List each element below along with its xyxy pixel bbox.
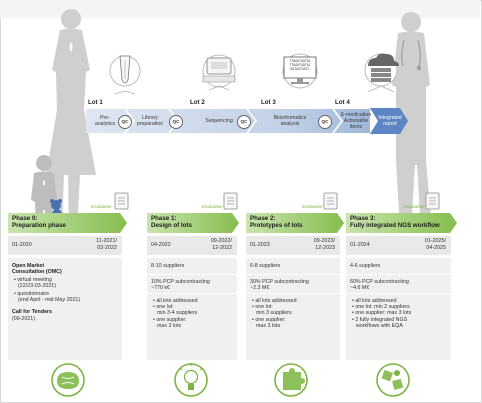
lot-3-label: Lot 3 [261,99,276,106]
integrated-report-label: Integrated report [378,115,402,127]
lot-4-label: Lot 4 [335,99,350,106]
phase-2-dates: 01-2023 09-2023/ 12-2023 [246,236,340,255]
date-end: 09-2022/ 12-2022 [210,238,232,251]
date-start: 04-2022 [151,242,171,248]
phase-2-bullets: • all lots addressed • one lot: min 3 su… [250,298,338,329]
divider [346,274,451,275]
phase-0-body [8,258,122,360]
phase-2-suppliers: 6-8 suppliers [250,263,281,269]
phase-3-subcontract: 60% PCP subcontracting ~4.6 M€ [350,279,409,292]
evaluation-label: Evaluation [404,204,425,209]
pre-analytics-label: Pre- analytics [94,115,116,127]
phase-1-dates: 04-2022 09-2022/ 12-2022 [147,236,237,255]
phase-0-dates: 01-2020 11-2021/ 03-2022 [8,236,122,255]
bullet-item: • 2 fully integrated NGS workflows with … [352,316,408,329]
brain-icon [51,363,85,397]
evaluation-label: Evaluation [302,204,323,209]
bullet-item: • all lots addressed [352,298,397,304]
bullet-item: • one supplier: max 3 lots [252,316,286,329]
phase-1-bullets: • all lots addressed • one lot: min 3-4 … [151,298,235,329]
phase-1-subcontract: 10% PCP subcontracting ~770 k€ [151,279,210,292]
phase-0-title: Phase 0: Preparation phase [12,215,66,229]
phase-2-body [246,258,340,360]
omc-bullet-meeting: • virtual meeting (22/23-03-2021) [14,277,56,290]
qc-badge: QC [169,115,183,129]
clipboard-icon [114,192,440,210]
divider [246,274,340,275]
omc-heading: Open Market Consultation (OMC) [12,263,62,276]
test-tube-icon [109,55,141,95]
sequencing-label: Sequencing [205,118,233,124]
evaluation-label: Evaluation [91,204,112,209]
divider [147,293,237,294]
phase-1-body [147,258,237,360]
phase-1-title: Phase 1: Design of lots [151,215,192,229]
bullet-item: • one supplier: max 3 lots [352,310,412,317]
date-end: 01-2025/ 04-2025 [424,238,446,251]
qc-badge: QC [118,115,132,129]
lot-1-label: Lot 1 [88,99,103,106]
bullet-item: • one supplier: max 3 lots [153,316,187,329]
date-start: 01-2020 [12,242,32,248]
phase-3-body [346,258,451,360]
call-for-tenders-heading: Call for Tenders [12,309,52,315]
bullet-item: • all lots addressed [252,298,297,304]
bullet-item: • one lot: min 3-4 suppliers [153,304,198,317]
phase-3-dates: 01-2024 01-2025/ 04-2025 [346,236,451,255]
puzzle-icon [274,363,308,397]
bullet-item: • one lot: min 3 suppliers [252,304,292,317]
phase-3-suppliers: 4-6 suppliers [350,263,381,269]
phase-2-title: Phase 2: Prototypes of lots [250,215,303,229]
workflow-puzzle-icon [376,363,410,397]
phase-3-bullets: • all lots addressed • one lot: min 2 su… [350,298,450,329]
qc-badge: QC [318,115,332,129]
lightbulb-icon [174,363,208,397]
date-end: 09-2023/ 12-2023 [313,238,335,251]
qc-badge: QC [237,115,251,129]
doctor-silhouette-icon [392,12,432,230]
evaluation-label: Evaluation [202,204,223,209]
cloud-server-icon [364,53,399,93]
sequence-text: TTAGATGATAC TTAGATGATAC GATAGTGGTC [289,59,311,71]
bioinformatics-label: Bioinformatics analysis [273,115,307,127]
date-start: 01-2023 [250,242,270,248]
woman-silhouette-icon [46,9,96,232]
bullet-item: • one lot: min 2 suppliers [352,304,410,311]
integrated-report-arrow [370,108,408,134]
date-end: 11-2021/ 03-2022 [96,238,117,251]
divider [246,293,340,294]
lot-2-label: Lot 2 [190,99,205,106]
omc-bullet-questionnaire: • questionnaire (end April - mid May 202… [14,291,81,304]
sequencer-icon [202,54,236,91]
phase-2-subcontract: 30% PCP subcontracting ~2.3 M€ [250,279,309,292]
phase-3-title: Phase 3: Fully integrated NGS workflow [350,215,440,229]
library-preparation-label: Library preparation [136,115,164,127]
phase-1-suppliers: 8-10 suppliers [151,263,185,269]
bullet-item: • all lots addressed [153,298,198,304]
call-for-tenders-date: (09-2021) [12,316,35,322]
emedication-label: E-medication Actionable items [340,112,372,130]
date-start: 01-2024 [350,242,370,248]
bioinformatics-monitor-icon [282,53,318,89]
top-band [0,0,480,18]
divider [346,293,451,294]
divider [147,274,237,275]
